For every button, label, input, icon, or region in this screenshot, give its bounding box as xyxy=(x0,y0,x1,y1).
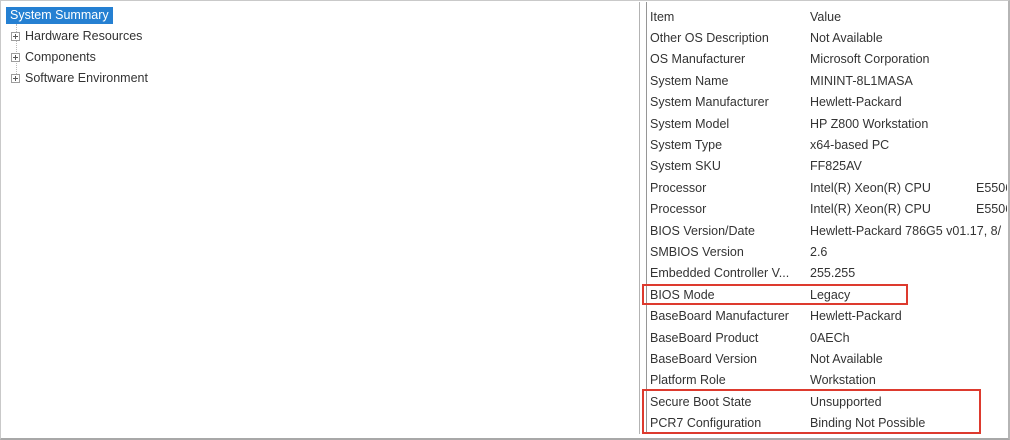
item-cell: Processor xyxy=(650,202,707,217)
value-cell: Hewlett-Packard xyxy=(810,95,902,110)
item-cell: System SKU xyxy=(650,159,721,174)
item-cell: SMBIOS Version xyxy=(650,244,744,259)
tree-item-software-environment[interactable]: Software Environment xyxy=(3,68,639,89)
table-row-platform-role[interactable]: Platform Role Workstation xyxy=(650,370,1007,391)
table-row-baseboard-version[interactable]: BaseBoard Version Not Available xyxy=(650,348,1007,369)
value-cell: Not Available xyxy=(810,351,883,366)
item-cell: OS Manufacturer xyxy=(650,52,746,67)
table-row-bios-version-date[interactable]: BIOS Version/Date Hewlett-Packard 786G5 v… xyxy=(650,220,1007,241)
value-cell: Legacy xyxy=(810,287,851,302)
value-cell: Binding Not Possible xyxy=(810,416,926,431)
value-cell: 0AECh xyxy=(810,330,850,345)
item-cell: System Model xyxy=(650,116,730,131)
value-cell: x64-based PC xyxy=(810,138,890,153)
tree-item-system-summary[interactable]: System Summary xyxy=(3,5,639,26)
table-row-pcr7-configuration[interactable]: PCR7 Configuration Binding Not Possible xyxy=(650,412,1007,433)
value-cell: 2.6 xyxy=(810,244,828,259)
value-cell: Not Available xyxy=(810,31,883,46)
table-row-system-name[interactable]: System Name MININT-8L1MASA xyxy=(650,70,1007,91)
table-row-system-type[interactable]: System Type x64-based PC xyxy=(650,134,1007,155)
value-cell: Microsoft Corporation xyxy=(810,52,930,67)
tree-item-hardware-resources[interactable]: Hardware Resources xyxy=(3,26,639,47)
item-cell: PCR7 Configuration xyxy=(650,416,762,431)
table-header-row: Item Value xyxy=(650,6,1007,27)
item-cell: Processor xyxy=(650,180,707,195)
item-cell: Embedded Controller V... xyxy=(650,266,790,281)
item-cell: System Manufacturer xyxy=(650,95,769,110)
expand-plus-icon[interactable] xyxy=(11,74,20,83)
item-cell: BaseBoard Product xyxy=(650,330,759,345)
table-row-system-manufacturer[interactable]: System Manufacturer Hewlett-Packard xyxy=(650,92,1007,113)
value-cell: FF825AV xyxy=(810,159,862,174)
table-row-other-os-description[interactable]: Other OS Description Not Available xyxy=(650,27,1007,48)
item-cell: Other OS Description xyxy=(650,31,769,46)
value-cell: Hewlett-Packard 786G5 v01.17, 8/ xyxy=(810,223,1002,238)
tree-item-label: Components xyxy=(25,50,96,64)
item-cell: Platform Role xyxy=(650,373,726,388)
table-row-smbios-version[interactable]: SMBIOS Version 2.6 xyxy=(650,241,1007,262)
table-row-system-sku[interactable]: System SKU FF825AV xyxy=(650,156,1007,177)
item-cell: System Name xyxy=(650,73,729,88)
value-cell: Unsupported xyxy=(810,394,882,409)
expand-plus-icon[interactable] xyxy=(11,32,20,41)
item-cell: BIOS Version/Date xyxy=(650,223,755,238)
expand-plus-icon[interactable] xyxy=(11,53,20,62)
value-cell: MININT-8L1MASA xyxy=(810,73,913,88)
value-cell: Intel(R) Xeon(R) CPU E5506 xyxy=(810,180,1007,195)
table-row-embedded-controller-v[interactable]: Embedded Controller V... 255.255 xyxy=(650,263,1007,284)
tree-item-label: Software Environment xyxy=(25,71,148,85)
table-row-processor[interactable]: Processor Intel(R) Xeon(R) CPU E5506 xyxy=(650,199,1007,220)
table-row-secure-boot-state[interactable]: Secure Boot State Unsupported xyxy=(650,391,1007,412)
item-cell: BaseBoard Manufacturer xyxy=(650,309,789,324)
table-row-os-manufacturer[interactable]: OS Manufacturer Microsoft Corporation xyxy=(650,49,1007,70)
value-cell: Intel(R) Xeon(R) CPU E5506 xyxy=(810,202,1007,217)
value-cell: Hewlett-Packard xyxy=(810,309,902,324)
table-row-bios-mode[interactable]: BIOS Mode Legacy xyxy=(650,284,1007,305)
value-cell: Workstation xyxy=(810,373,876,388)
table-row-baseboard-product[interactable]: BaseBoard Product 0AECh xyxy=(650,327,1007,348)
item-cell: Secure Boot State xyxy=(650,394,752,409)
item-cell: BaseBoard Version xyxy=(650,351,758,366)
table-row-baseboard-manufacturer[interactable]: BaseBoard Manufacturer Hewlett-Packard xyxy=(650,305,1007,326)
tree-item-label: Hardware Resources xyxy=(25,29,143,43)
table-row-processor[interactable]: Processor Intel(R) Xeon(R) CPU E5506 xyxy=(650,177,1007,198)
tree-item-components[interactable]: Components xyxy=(3,47,639,68)
column-header-value[interactable]: Value xyxy=(810,9,842,24)
value-cell: 255.255 xyxy=(810,266,856,281)
item-cell: BIOS Mode xyxy=(650,287,715,302)
column-header-item[interactable]: Item xyxy=(650,9,675,24)
item-cell: System Type xyxy=(650,138,723,153)
value-cell: HP Z800 Workstation xyxy=(810,116,929,131)
table-row-system-model[interactable]: System Model HP Z800 Workstation xyxy=(650,113,1007,134)
tree-item-label: System Summary xyxy=(6,7,113,24)
